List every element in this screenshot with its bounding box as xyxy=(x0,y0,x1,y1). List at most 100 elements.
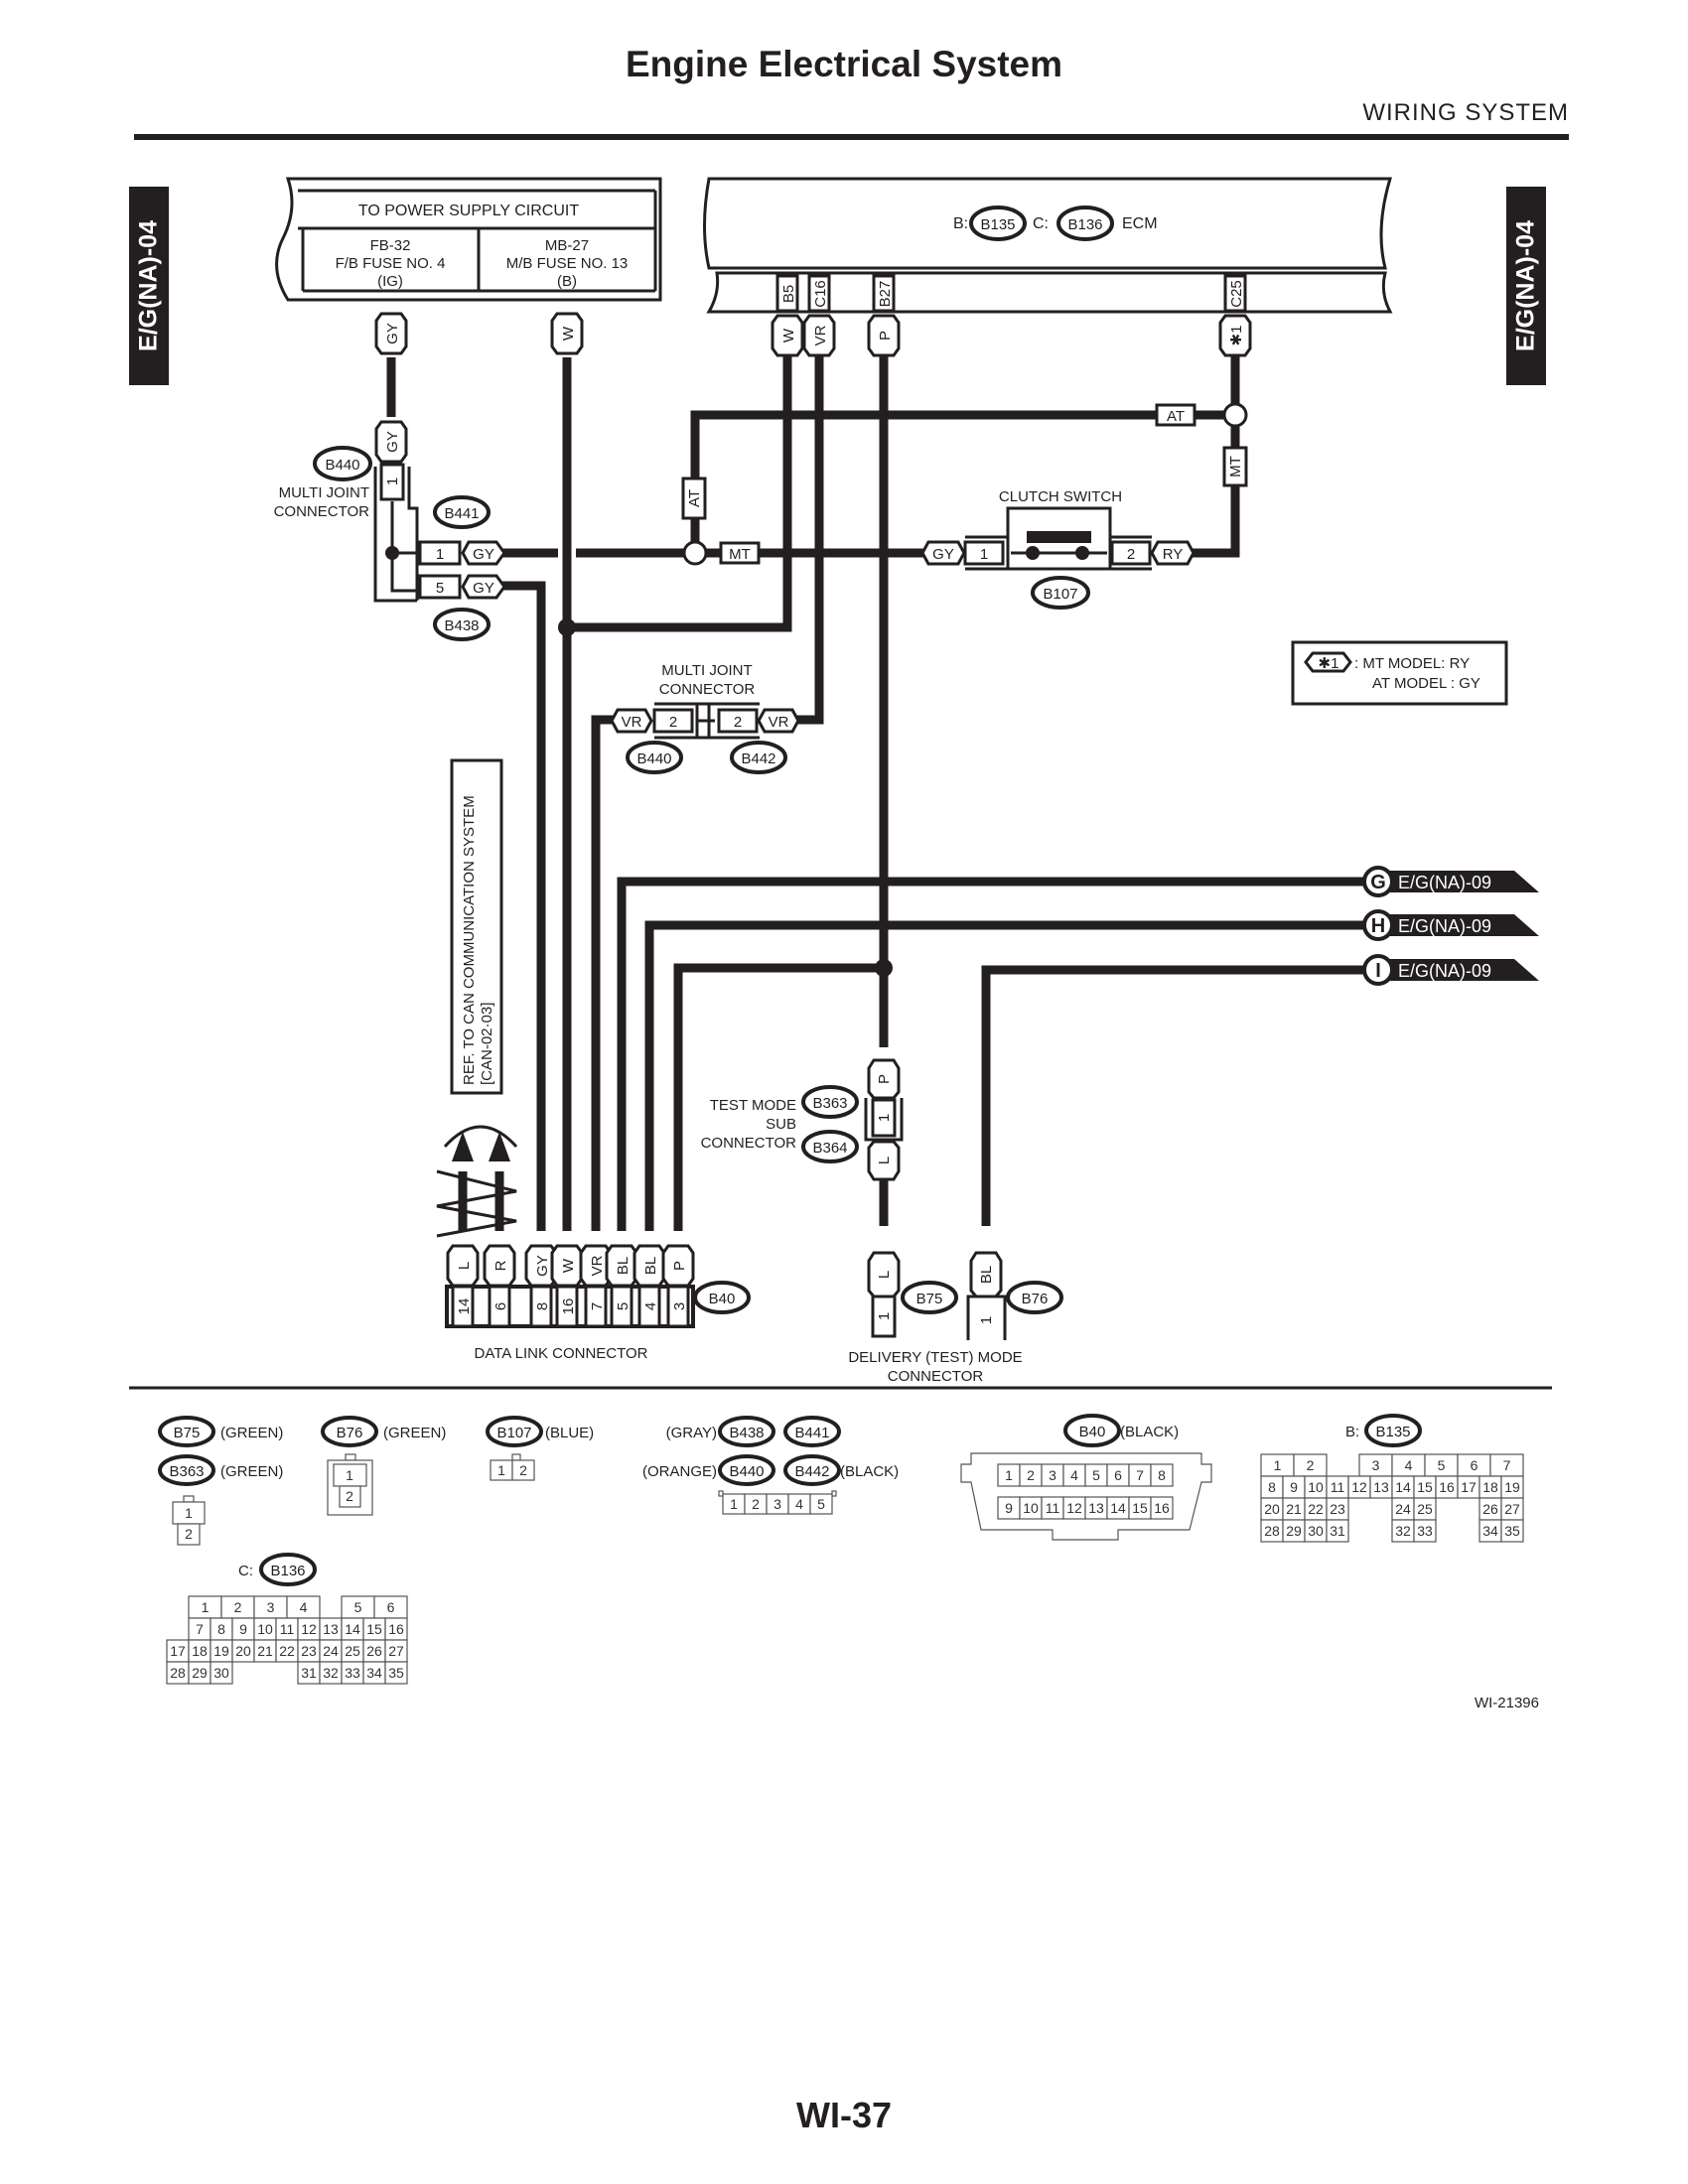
pin-label: 18 xyxy=(192,1643,208,1659)
fuse-mb27-name: M/B FUSE NO. 13 xyxy=(506,255,629,272)
pin-label: 34 xyxy=(366,1665,382,1681)
pin-label: 35 xyxy=(388,1665,404,1681)
pin-label: 5 xyxy=(817,1496,825,1512)
ecm-pin-wire-tag-text: W xyxy=(780,328,797,342)
pin-label: 1 xyxy=(1005,1467,1013,1483)
view-b136-label: B136 xyxy=(270,1563,305,1579)
page-title: Engine Electrical System xyxy=(625,44,1063,84)
view-b107-color: (BLUE) xyxy=(545,1425,594,1441)
pin-label: 20 xyxy=(235,1643,251,1659)
test-mode-label-3: CONNECTOR xyxy=(701,1135,797,1152)
pin-label: 13 xyxy=(1088,1500,1104,1516)
side-tab-right[interactable]: E/G(NA)-04 xyxy=(1506,187,1546,385)
data-link-connector[interactable]: DATA LINK CONNECTOR B40 L14R6GY8W16VR7BL… xyxy=(445,1244,751,1362)
b76-wire: BL xyxy=(978,1266,995,1284)
pin-label: 33 xyxy=(1417,1523,1433,1539)
multi-joint-mid-label-1: MULTI JOINT xyxy=(661,662,752,679)
ecm-conn-b-oval xyxy=(969,205,1027,241)
pin-label: 24 xyxy=(1395,1501,1411,1517)
pin-label: 6 xyxy=(387,1599,395,1615)
pin-label: 11 xyxy=(1331,1479,1345,1495)
clutch-switch[interactable]: CLUTCH SWITCH GY 1 2 RY B107 xyxy=(920,488,1196,610)
pin-label: 6 xyxy=(1114,1467,1122,1483)
b107-label: B107 xyxy=(1043,586,1077,603)
pin-label: 22 xyxy=(279,1643,295,1659)
b363-label: B363 xyxy=(812,1095,847,1112)
delivery-mode-connector[interactable]: L 1 B75 BL 1 B76 DELIVERY (TEST) MODE CO… xyxy=(848,1251,1063,1385)
view-b440-label: B440 xyxy=(729,1463,764,1480)
dlc-wire-tag-text: BL xyxy=(642,1257,659,1275)
pin-label: 1 xyxy=(1274,1457,1282,1473)
pin-label: 27 xyxy=(388,1643,404,1659)
pin-label: 15 xyxy=(366,1621,382,1637)
wire-tag-gy: GY xyxy=(473,580,494,597)
ecm-pin: C25 xyxy=(1223,274,1247,313)
dlc-label: DATA LINK CONNECTOR xyxy=(474,1345,647,1362)
pin-label: 1 xyxy=(202,1599,210,1615)
pin-label: 1 xyxy=(346,1467,353,1483)
wire-tag-w-text: W xyxy=(560,326,577,341)
pin-label: 2 xyxy=(346,1488,353,1504)
dlc-wire-tag-text: P xyxy=(671,1261,688,1271)
pin-label: 7 xyxy=(196,1621,204,1637)
junction-dot xyxy=(558,618,576,636)
dlc-pin-cell xyxy=(666,1285,690,1328)
dlc-pin-number: 6 xyxy=(492,1302,509,1310)
view-b135-label: B135 xyxy=(1375,1424,1410,1440)
can-ref-box[interactable]: REF. TO CAN COMMUNICATION SYSTEM [CAN-02… xyxy=(436,758,518,1238)
side-tab-left[interactable]: E/G(NA)-04 xyxy=(129,187,169,385)
pin-label: 26 xyxy=(366,1643,382,1659)
pin-label: 34 xyxy=(1482,1523,1498,1539)
b76-oval xyxy=(1006,1281,1063,1314)
pin-label: 35 xyxy=(1504,1523,1520,1539)
pin-label: 21 xyxy=(1286,1501,1302,1517)
pin-label: 28 xyxy=(1264,1523,1280,1539)
ecm-pin-wire-tag: VR xyxy=(802,314,836,357)
view-b441-label: B441 xyxy=(794,1425,829,1441)
b363-oval xyxy=(801,1085,859,1119)
pin-label: 12 xyxy=(301,1621,317,1637)
pin-label: 29 xyxy=(192,1665,208,1681)
pin-label: 12 xyxy=(1066,1500,1082,1516)
test-mode-wire-top: P xyxy=(876,1074,893,1084)
power-supply-title: TO POWER SUPPLY CIRCUIT xyxy=(358,203,579,219)
dlc-wire-tag: R xyxy=(483,1244,516,1288)
ecm-conn-c: B136 xyxy=(1067,216,1102,233)
pin-label: 4 xyxy=(1070,1467,1078,1483)
splice-open xyxy=(1222,402,1248,428)
clutch-pin-1: 1 xyxy=(980,546,988,563)
pin-label: 30 xyxy=(1308,1523,1324,1539)
dlc-pin-cell xyxy=(451,1285,475,1328)
pin-label: 20 xyxy=(1264,1501,1280,1517)
pin-label: 17 xyxy=(170,1643,186,1659)
off-page-ref: E/G(NA)-09 xyxy=(1398,916,1491,936)
wire-tag-gy: GY xyxy=(374,420,408,464)
note-line-1: : MT MODEL: RY xyxy=(1354,655,1470,672)
b441-pin-1: 1 xyxy=(436,546,444,563)
view-b363-color: (GREEN) xyxy=(220,1463,283,1480)
pin-label: 14 xyxy=(345,1621,360,1637)
pin-label: 3 xyxy=(267,1599,275,1615)
tag-mt-right: MT xyxy=(1227,456,1244,478)
ecm-label-c: C: xyxy=(1033,215,1049,232)
dlc-pin-number: 5 xyxy=(615,1302,632,1310)
dlc-wire-tag-text: VR xyxy=(589,1255,606,1276)
pin-label: 14 xyxy=(1395,1479,1411,1495)
b76-label: B76 xyxy=(1022,1291,1049,1307)
off-page-letter: G xyxy=(1370,872,1386,893)
dlc-wire-tag-text: BL xyxy=(615,1257,632,1275)
note-line-2: AT MODEL : GY xyxy=(1372,675,1480,692)
fuse-fb32-type: (IG) xyxy=(377,273,403,290)
b75-label: B75 xyxy=(916,1291,943,1307)
pin-label: 10 xyxy=(1023,1500,1039,1516)
pin-label: 7 xyxy=(1136,1467,1144,1483)
pin-label: 28 xyxy=(170,1665,186,1681)
pin-label: 24 xyxy=(323,1643,339,1659)
pin-label: 29 xyxy=(1286,1523,1302,1539)
view-b75-color: (GREEN) xyxy=(220,1425,283,1441)
